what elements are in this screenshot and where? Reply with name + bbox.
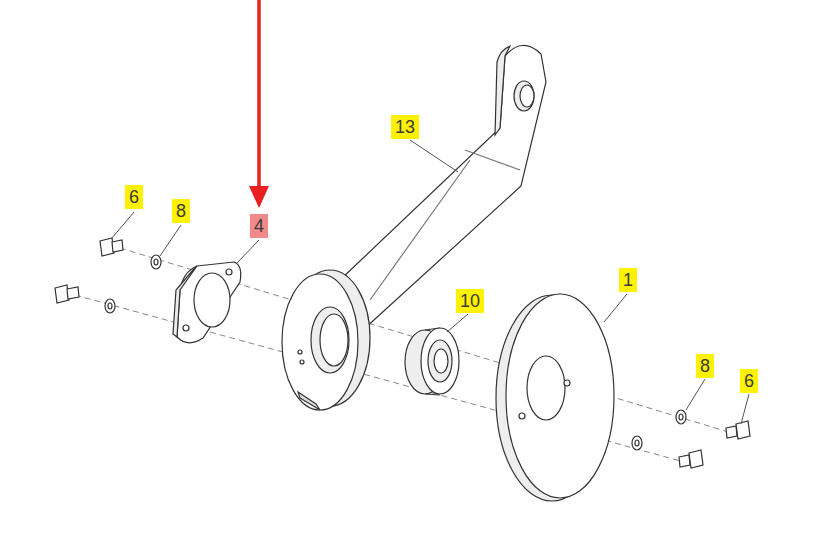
callout-number: 4 [250, 214, 268, 238]
callout-number: 1 [619, 268, 637, 292]
callout-number: 6 [125, 185, 143, 209]
callout-number: 6 [740, 369, 758, 393]
callout-number: 8 [696, 354, 714, 378]
callout-number: 8 [172, 199, 190, 223]
callout-number: 10 [456, 289, 484, 313]
callout-number: 13 [391, 115, 419, 139]
